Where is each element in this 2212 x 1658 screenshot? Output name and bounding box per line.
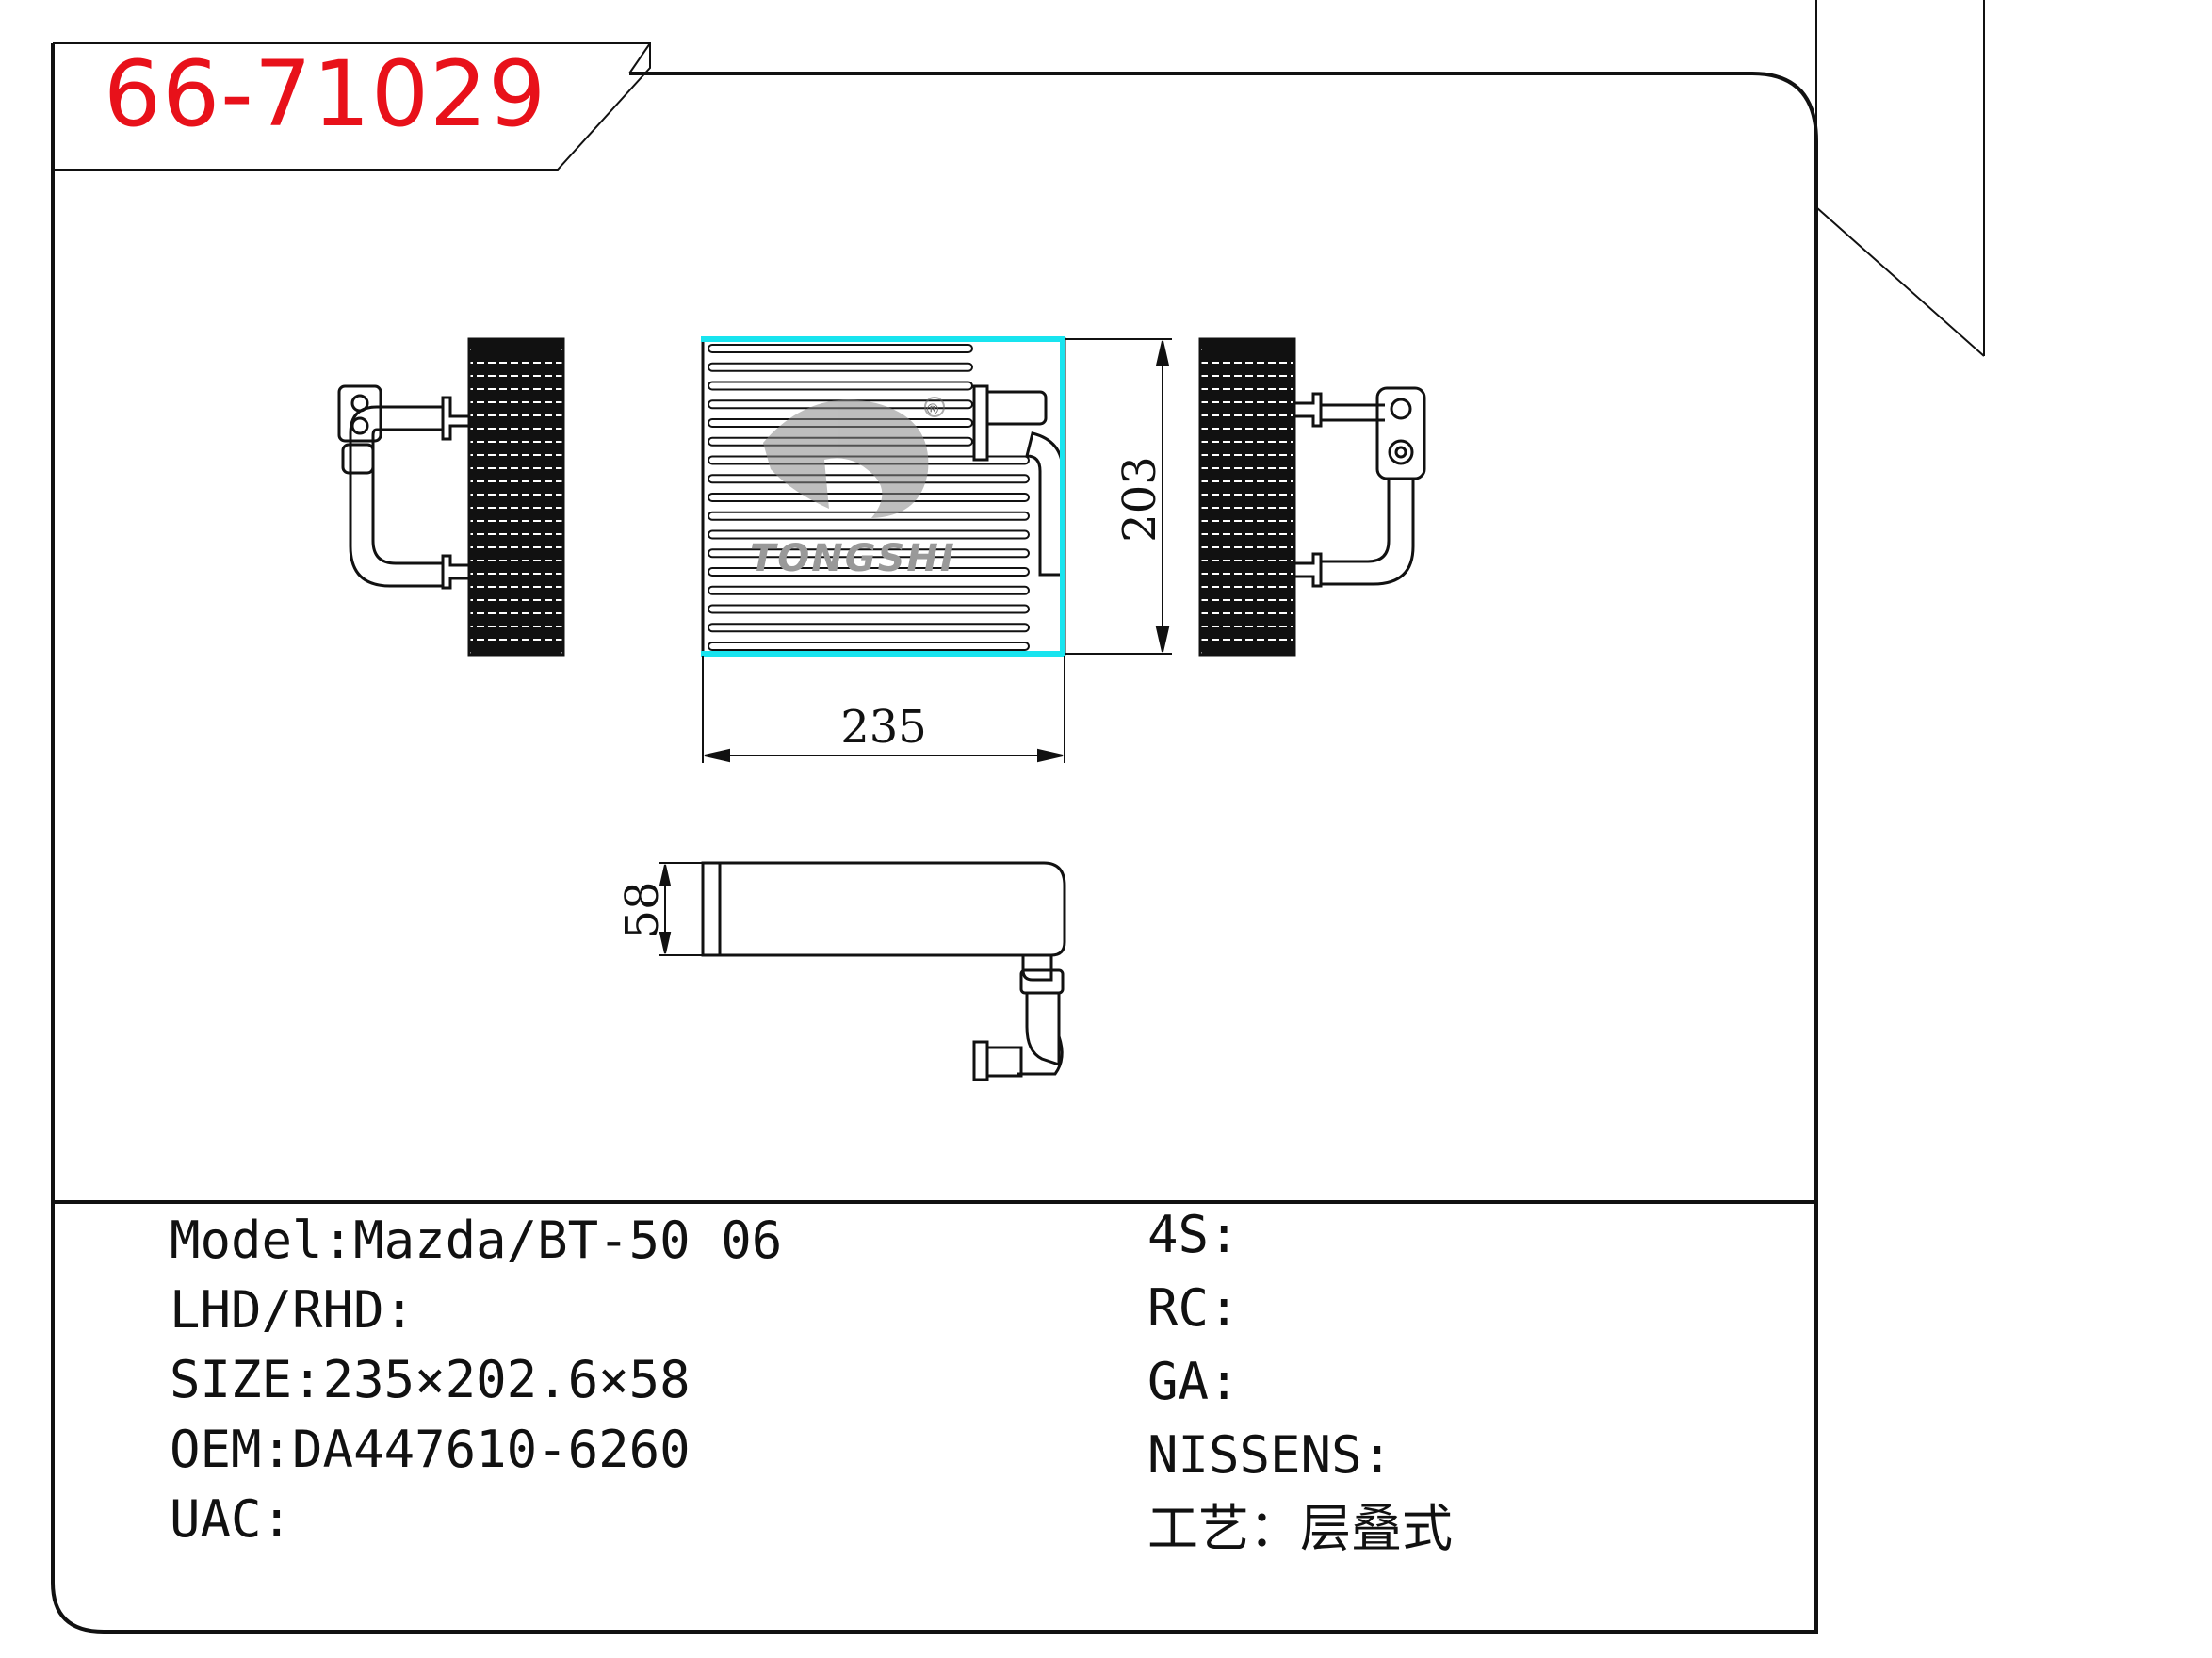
spec-line: GA: bbox=[1147, 1357, 1240, 1407]
highlight-outline bbox=[701, 336, 1065, 657]
spec-line: LHD/RHD: bbox=[170, 1285, 415, 1336]
core-tube bbox=[708, 381, 973, 391]
watermark-brand: TONGSHI bbox=[750, 537, 956, 580]
core-tube bbox=[708, 362, 973, 372]
spec-value: 235×202.6×58 bbox=[322, 1350, 691, 1409]
spec-value: Mazda/BT-50 06 bbox=[353, 1211, 783, 1270]
depth-dimension bbox=[659, 862, 703, 956]
core-tube bbox=[708, 474, 1030, 484]
width-dimension bbox=[702, 656, 1065, 763]
spec-label: 4S: bbox=[1147, 1205, 1240, 1264]
spec-label: GA: bbox=[1147, 1352, 1240, 1411]
spec-line: SIZE:235×202.6×58 bbox=[170, 1355, 691, 1406]
spec-label: RC: bbox=[1147, 1278, 1240, 1338]
front-view: TONGSHI ® bbox=[701, 336, 1066, 657]
spec-line: UAC: bbox=[170, 1494, 292, 1545]
core-tube bbox=[708, 567, 1030, 577]
watermark-registered: ® bbox=[925, 400, 940, 418]
spec-label: UAC: bbox=[170, 1489, 293, 1549]
spec-label: NISSENS: bbox=[1147, 1425, 1393, 1485]
spec-line: RC: bbox=[1147, 1283, 1240, 1334]
spec-label: LHD/RHD: bbox=[170, 1280, 415, 1340]
spec-label: SIZE: bbox=[170, 1350, 323, 1409]
spec-line: Model:Mazda/BT-50 06 bbox=[170, 1215, 782, 1266]
width-label: 235 bbox=[840, 701, 927, 754]
core-tube bbox=[708, 585, 1030, 595]
height-label: 203 bbox=[1114, 456, 1166, 543]
left-side-view bbox=[337, 337, 565, 657]
spec-value: 层叠式 bbox=[1300, 1499, 1453, 1558]
core-tube bbox=[708, 642, 1030, 651]
top-view bbox=[701, 861, 1066, 1081]
depth-label: 58 bbox=[616, 881, 669, 938]
spec-line: 工艺：层叠式 bbox=[1147, 1504, 1453, 1554]
core-tube bbox=[708, 493, 1030, 502]
core-tube bbox=[708, 344, 973, 353]
spec-label: Model: bbox=[170, 1211, 354, 1270]
spec-line: OEM:DA447610-6260 bbox=[170, 1424, 691, 1475]
core-tube bbox=[708, 604, 1030, 614]
core-tube bbox=[708, 548, 1030, 559]
spec-label: 工艺： bbox=[1147, 1499, 1300, 1558]
part-number: 66-71029 bbox=[104, 41, 547, 147]
corner-fold bbox=[1815, 0, 1985, 357]
spec-line: 4S: bbox=[1147, 1210, 1240, 1260]
core-tube bbox=[708, 623, 1030, 633]
tongshi-logo bbox=[763, 397, 945, 518]
spec-value: DA447610-6260 bbox=[292, 1420, 691, 1479]
core-tube bbox=[708, 529, 1030, 540]
title-tab bbox=[53, 42, 651, 171]
height-dimension bbox=[1065, 338, 1172, 655]
right-side-view bbox=[1198, 337, 1426, 657]
spec-label: OEM: bbox=[170, 1420, 293, 1479]
spec-line: NISSENS: bbox=[1147, 1430, 1392, 1481]
core-tube bbox=[708, 511, 1030, 521]
